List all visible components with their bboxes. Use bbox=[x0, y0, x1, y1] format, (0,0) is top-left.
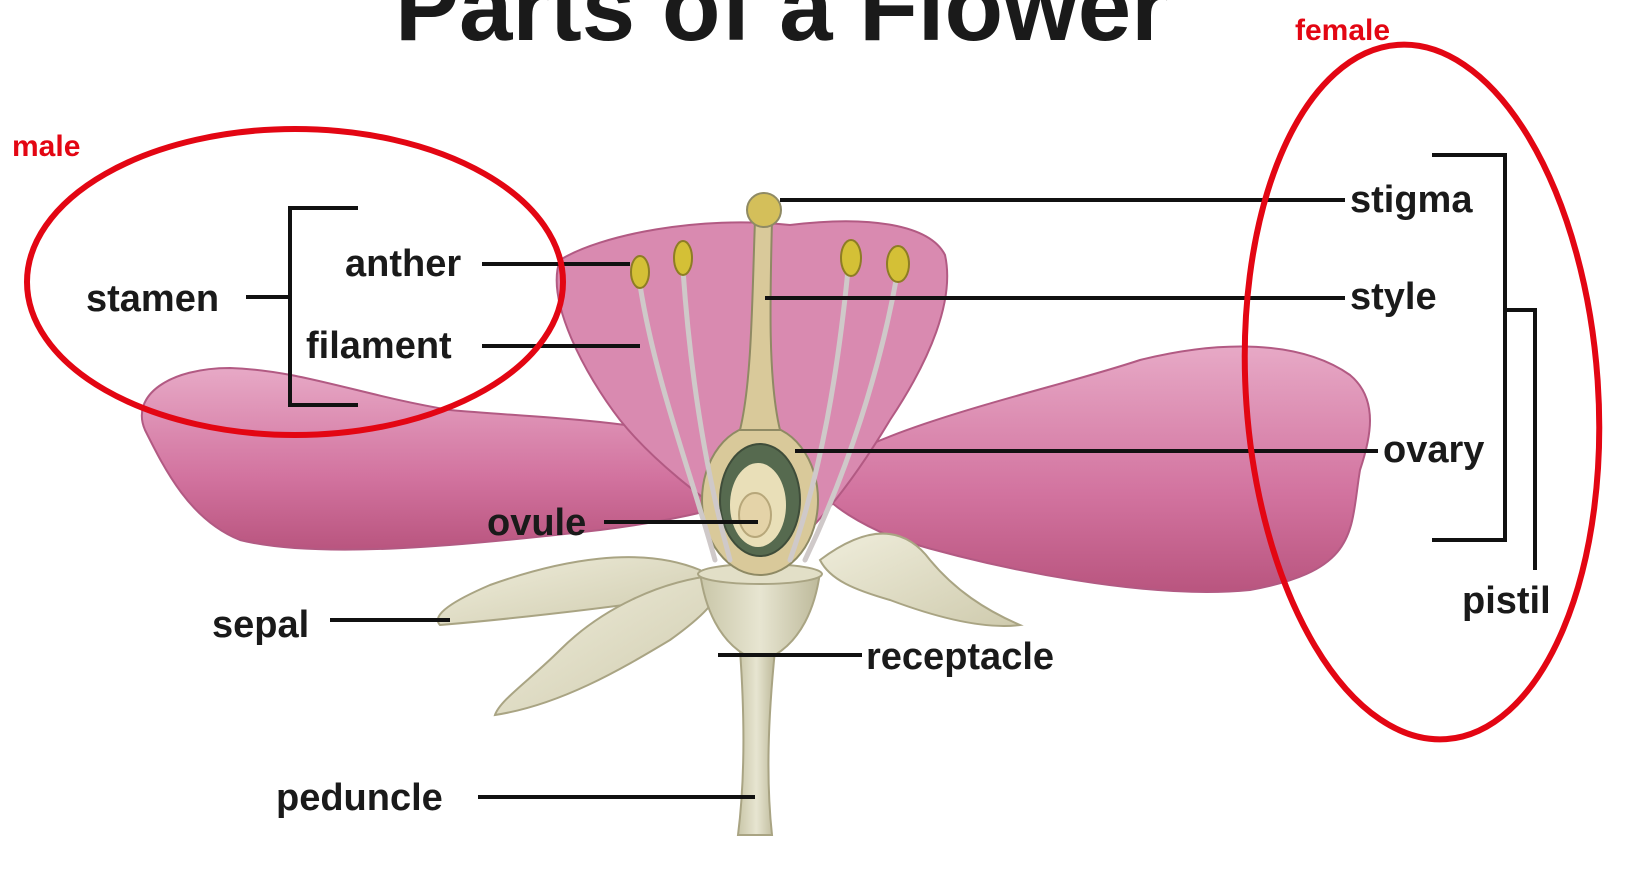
diagram-title: Parts of a Flower bbox=[395, 0, 1169, 61]
label-ovule: ovule bbox=[487, 502, 586, 544]
label-stigma: stigma bbox=[1350, 179, 1473, 221]
ovule-body bbox=[739, 493, 771, 537]
label-pistil: pistil bbox=[1462, 580, 1551, 622]
label-receptacle: receptacle bbox=[866, 636, 1054, 678]
flower-illustration bbox=[142, 193, 1370, 835]
label-stamen: stamen bbox=[86, 278, 219, 320]
label-peduncle: peduncle bbox=[276, 777, 443, 819]
pistil-sub-bracket bbox=[1505, 310, 1535, 570]
label-sepal: sepal bbox=[212, 604, 309, 646]
label-ovary: ovary bbox=[1383, 429, 1484, 471]
female-annotation: female bbox=[1295, 14, 1390, 47]
label-filament: filament bbox=[306, 325, 452, 367]
male-annotation: male bbox=[12, 130, 80, 163]
label-anther: anther bbox=[345, 243, 461, 285]
peduncle-stalk bbox=[738, 650, 775, 835]
stigma-tip bbox=[747, 193, 781, 227]
label-style: style bbox=[1350, 276, 1437, 318]
stamen-bracket bbox=[290, 208, 358, 405]
